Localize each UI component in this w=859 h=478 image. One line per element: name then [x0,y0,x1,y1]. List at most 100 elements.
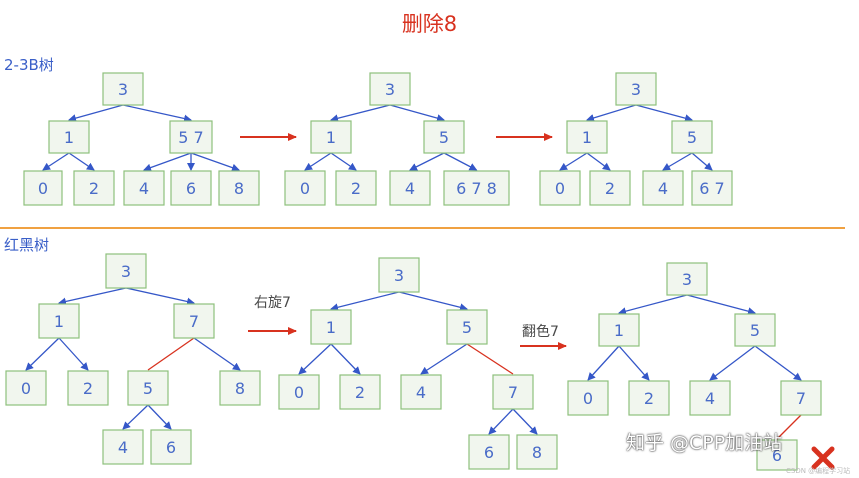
treerb-1-node-label: 0 [21,379,31,398]
tree23-1-edge-n57-n8 [190,152,240,172]
tree23-1-edge-n57-n4 [143,152,192,172]
tree23-1-node-label: 4 [139,179,149,198]
treerb-3-node-label: 3 [682,270,692,289]
treerb-3-node-label: 0 [583,389,593,408]
treerb-1-node-n7: 7 [173,303,215,339]
treerb-3-edge-n5-n7 [754,345,802,381]
treerb-3-edge-n1-n0 [587,345,620,381]
treerb-2-node-label: 4 [416,383,426,402]
treerb-1-node-label: 6 [166,438,176,457]
treerb-3-node-n5: 5 [734,313,776,347]
section-divider [0,227,845,229]
treerb-1-edge-n1-n2 [58,337,89,371]
treerb-1-node-n8: 8 [219,370,261,406]
tree23-1-node-label: 0 [38,179,48,198]
treerb-3-edge-n7-n6-red [776,414,802,440]
tree23-2-node-label: 0 [300,179,310,198]
treerb-2-node-n6: 6 [468,434,510,470]
tree23-1-node-n4: 4 [123,170,165,206]
treerb-2-node-label: 5 [462,318,472,337]
treerb-1-edge-n7-n8 [193,337,241,371]
tree23-3-edge-n1-n0 [559,152,588,171]
treerb-2-edge-n3-n5 [398,291,468,312]
tree23-3-node-n3: 3 [615,72,657,106]
treerb-2-node-label: 7 [508,383,518,402]
treerb-2-edge-n5-n4 [420,343,468,375]
tree23-3-edge-n3-n1 [586,104,637,122]
tree23-1-node-label: 1 [64,128,74,147]
treerb-2-node-n7: 7 [492,374,534,410]
treerb-1-edge-n1-n0 [25,337,60,371]
treerb-3-node-n7: 7 [780,380,822,416]
tree23-2-node-label: 2 [351,179,361,198]
tree23-1-edge-n3-n57 [122,104,192,123]
tree23-1-node-label: 6 [186,179,196,198]
tree23-1-node-n57: 5 7 [169,120,213,154]
treerb-3-node-n4: 4 [689,380,731,416]
treerb-2-edge-n7-n8 [512,408,538,435]
treerb-3-node-n3: 3 [666,262,708,296]
tree23-1-edge-n3-n1 [68,104,124,122]
tree23-3-node-label: 1 [582,128,592,147]
treerb-2-edge-n1-n0 [298,343,332,375]
tree23-3-node-label: 6 7 [699,179,724,198]
tree23-2-node-n1: 1 [310,120,352,154]
treerb-1-node-label: 3 [121,262,131,281]
tree23-2-node-label: 6 7 8 [456,179,497,198]
treerb-1-edge-n3-n7 [125,287,195,306]
tree23-1-node-n1: 1 [48,120,90,154]
tree23-3-edge-n5-n4 [662,152,693,171]
close-icon [811,446,835,470]
tree23-3-node-label: 5 [687,128,697,147]
tree23-1-node-n0: 0 [23,170,63,206]
treerb-1-node-label: 5 [143,379,153,398]
watermark: 知乎 @CPP加油站 [626,432,783,454]
tree23-1-node-label: 3 [118,80,128,99]
tree23-2-node-label: 3 [385,80,395,99]
tree23-3-node-n5: 5 [671,120,713,154]
tree23-2-node-n4: 4 [389,170,431,206]
tree23-2-edge-n1-n2 [330,152,357,171]
tree23-2-edge-n3-n1 [330,104,391,123]
treerb-2-node-label: 1 [326,318,336,337]
treerb-3-edge-n1-n2 [618,345,650,381]
treerb-1-node-n4: 4 [102,429,144,465]
treerb-2-edge-n5-n7-red [466,343,514,375]
treerb-2-node-label: 3 [394,266,404,285]
treerb-3-node-n0: 0 [567,380,609,416]
treerb-3-node-n2: 2 [628,380,670,416]
tree23-3-node-label: 2 [605,179,615,198]
treerb-1-node-n3: 3 [105,253,147,289]
tree23-3-node-n0: 0 [539,170,581,206]
page-title: 删除8 [401,12,458,36]
tree23-3-node-n67: 6 7 [691,170,733,206]
tree23-3-node-label: 0 [555,179,565,198]
treerb-1-node-label: 2 [83,379,93,398]
section-label-2-3-tree: 2-3B树 [4,56,54,74]
tree23-1-edge-n1-n0 [42,152,70,171]
treerb-1-edge-n3-n1 [58,287,127,306]
treerb-2-node-n3: 3 [378,257,420,293]
treerb-2-edge-n1-n2 [330,343,361,375]
tree23-3-node-n2: 2 [589,170,631,206]
tree23-2-node-n3: 3 [369,72,411,106]
tree23-2-node-label: 1 [326,128,336,147]
tree23-1-node-label: 5 7 [178,128,203,147]
treerb-3-node-label: 2 [644,389,654,408]
treerb-1-node-label: 1 [54,312,64,331]
treerb-2-node-n0: 0 [278,374,320,410]
treerb-1-edge-n5-n6 [147,404,172,430]
treerb-3-node-n1: 1 [598,313,640,347]
treerb-2-node-n1: 1 [310,309,352,345]
tree23-3-node-label: 4 [658,179,668,198]
tree23-3-edge-n1-n2 [586,152,611,171]
tree23-2-node-n678: 6 7 8 [443,170,510,206]
tree23-3-node-n4: 4 [642,170,684,206]
treerb-1-node-label: 8 [235,379,245,398]
treerb-2-node-n2: 2 [339,374,381,410]
step-label-rotate: 右旋7 [254,295,291,311]
tree23-2-edge-n1-n0 [304,152,332,171]
tree23-1-node-label: 2 [89,179,99,198]
tree23-2-node-n0: 0 [284,170,326,206]
